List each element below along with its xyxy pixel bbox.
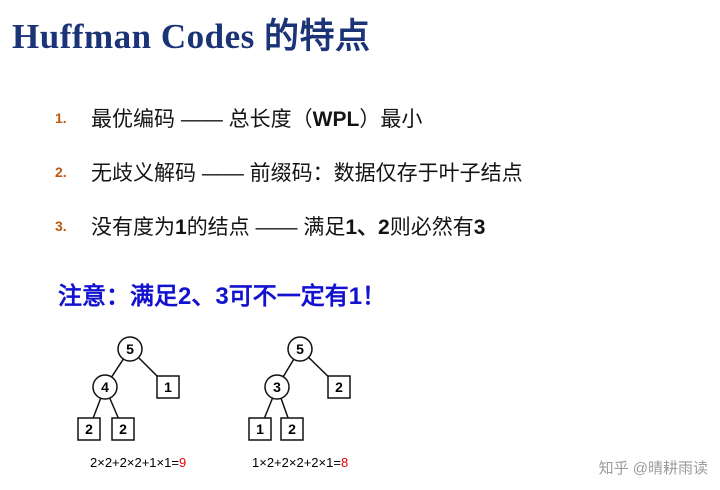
watermark: 知乎 @晴耕雨读 [598, 460, 708, 477]
huffman-tree-left: 5 4 1 2 2 [77, 336, 180, 441]
list-item-number: 1. [55, 110, 67, 126]
tree-node-circle [264, 374, 290, 400]
page-title: Huffman Codes 的特点 [12, 17, 371, 56]
tree-node-circle [92, 374, 118, 400]
tree-node-square [248, 417, 272, 441]
text-segment: 最优编码 —— 总长度（ [91, 108, 313, 131]
text-segment: 则必然有 [389, 216, 474, 239]
tree-node-label: 5 [126, 341, 134, 357]
tree-node-label: 1 [164, 379, 172, 395]
list-item-1: 1. 最优编码 —— 总长度（WPL）最小 [55, 103, 422, 133]
tree-node-circle [117, 336, 143, 362]
list-item-number: 3. [55, 218, 67, 234]
huffman-tree-right: 5 3 2 1 2 [248, 336, 351, 441]
text-segment: 没有度为 [91, 216, 175, 239]
formula-expression: 2×2+2×2+1×1= [90, 455, 179, 470]
text-segment: 无歧义解码 —— 前缀码：数据仅存于叶子结点 [91, 162, 523, 185]
tree-node-label: 5 [296, 341, 304, 357]
list-item-text: 没有度为1的结点 —— 满足1、2则必然有3 [91, 216, 485, 239]
tree-node-circle [287, 336, 313, 362]
text-segment: 的结点 —— 满足 [186, 216, 346, 239]
text-segment-bold: 1 [175, 216, 187, 239]
wpl-formula-right: 1×2+2×2+2×1=8 [252, 455, 348, 470]
list-item-3: 3. 没有度为1的结点 —— 满足1、2则必然有3 [55, 211, 485, 241]
list-item-text: 最优编码 —— 总长度（WPL）最小 [91, 108, 422, 131]
note-text: 注意：满足2、3可不一定有1！ [58, 283, 387, 310]
tree-node-label: 2 [288, 421, 296, 437]
formula-expression: 1×2+2×2+2×1= [252, 455, 341, 470]
tree-node-label: 2 [119, 421, 127, 437]
text-segment-bold: 3 [473, 216, 486, 239]
list-item-text: 无歧义解码 —— 前缀码：数据仅存于叶子结点 [91, 162, 523, 185]
list-item-number: 2. [55, 164, 67, 180]
tree-node-square [156, 375, 180, 399]
list-item-2: 2. 无歧义解码 —— 前缀码：数据仅存于叶子结点 [55, 157, 523, 187]
tree-node-label: 2 [335, 379, 343, 395]
tree-node-square [327, 375, 351, 399]
formula-result: 9 [178, 455, 187, 470]
tree-node-square [77, 417, 101, 441]
text-segment-bold: 1、2 [345, 216, 390, 239]
tree-node-square [280, 417, 304, 441]
tree-node-label: 1 [256, 421, 264, 437]
formula-result: 8 [340, 455, 349, 470]
text-segment-bold: WPL [312, 108, 360, 131]
tree-node-label: 4 [101, 379, 109, 395]
text-segment: ）最小 [359, 108, 423, 131]
tree-node-label: 3 [273, 379, 281, 395]
tree-node-label: 2 [85, 421, 93, 437]
wpl-formula-left: 2×2+2×2+1×1=9 [90, 455, 186, 470]
tree-node-square [111, 417, 135, 441]
